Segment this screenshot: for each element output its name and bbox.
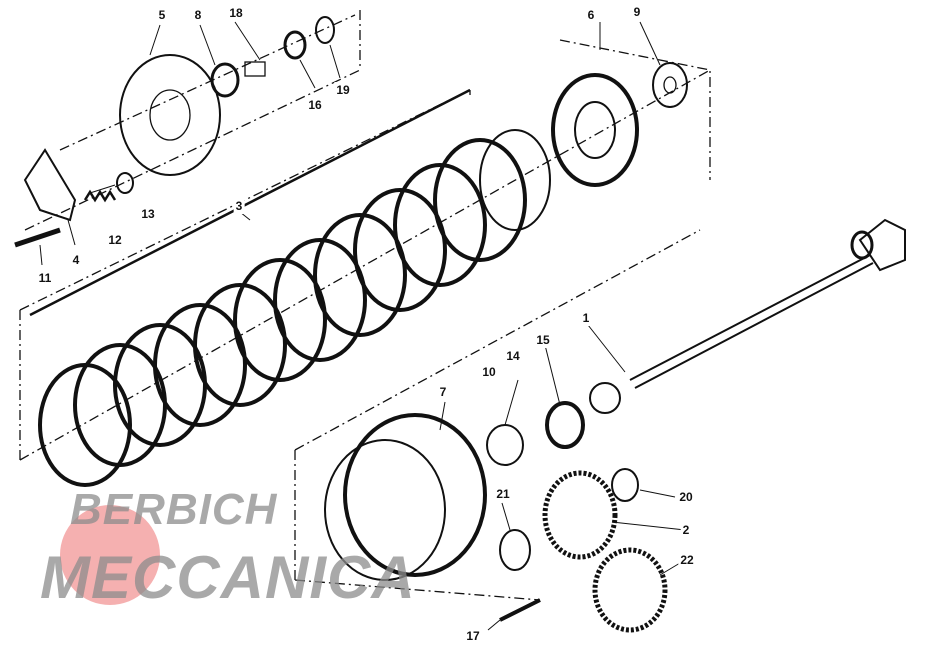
washer-9 [652,62,688,108]
callout-21: 21 [494,486,512,502]
watermark-line2: MECCANICA [40,544,416,611]
spring-plate-4 [23,148,77,222]
callout-11: 11 [36,270,54,286]
clutch-basket-7 [343,413,487,577]
callout-3: 3 [233,198,245,214]
bushing-21 [499,529,531,571]
callout-8: 8 [192,7,204,23]
pushrod-18 [244,61,266,77]
bushing-10 [486,424,524,466]
nut-16 [283,30,307,60]
watermark-line1: BERBICH [70,485,278,534]
ring-13 [116,172,134,194]
gear-2 [542,470,618,560]
callout-7: 7 [437,384,449,400]
callout-1: 1 [580,310,592,326]
washer-19 [315,16,335,44]
bearing-14 [545,401,585,449]
ring-20 [611,468,639,502]
bearing-8 [210,62,240,98]
callout-2: 2 [680,522,692,538]
clutch-plates [38,129,551,487]
callout-13: 13 [139,206,157,222]
spacer-15 [589,382,621,414]
callout-4: 4 [70,252,82,268]
callout-17: 17 [464,628,482,644]
bolt-17 [499,598,541,622]
callout-15: 15 [534,332,552,348]
dashed-frame-basket [294,229,701,601]
callout-6: 6 [585,7,597,23]
slave-bracket [858,218,906,272]
callout-14: 14 [504,348,522,364]
bolt-11 [14,227,61,248]
pushrod-1 [629,254,874,389]
hub-6 [551,73,639,187]
watermark-emblem [60,505,160,605]
pressure-plate [119,54,221,176]
dashed-frame-plates [19,69,711,461]
callout-12: 12 [106,232,124,248]
callout-5: 5 [156,7,168,23]
callout-10: 10 [480,364,498,380]
callout-16: 16 [306,97,324,113]
gear-22 [592,547,668,633]
callout-22: 22 [678,552,696,568]
dashed-frame-cover [24,10,361,231]
callout-18: 18 [227,5,245,21]
plate-bar-top [29,88,471,317]
callout-9: 9 [631,4,643,20]
callout-19: 19 [334,82,352,98]
callout-20: 20 [677,489,695,505]
spring-12 [83,189,117,203]
